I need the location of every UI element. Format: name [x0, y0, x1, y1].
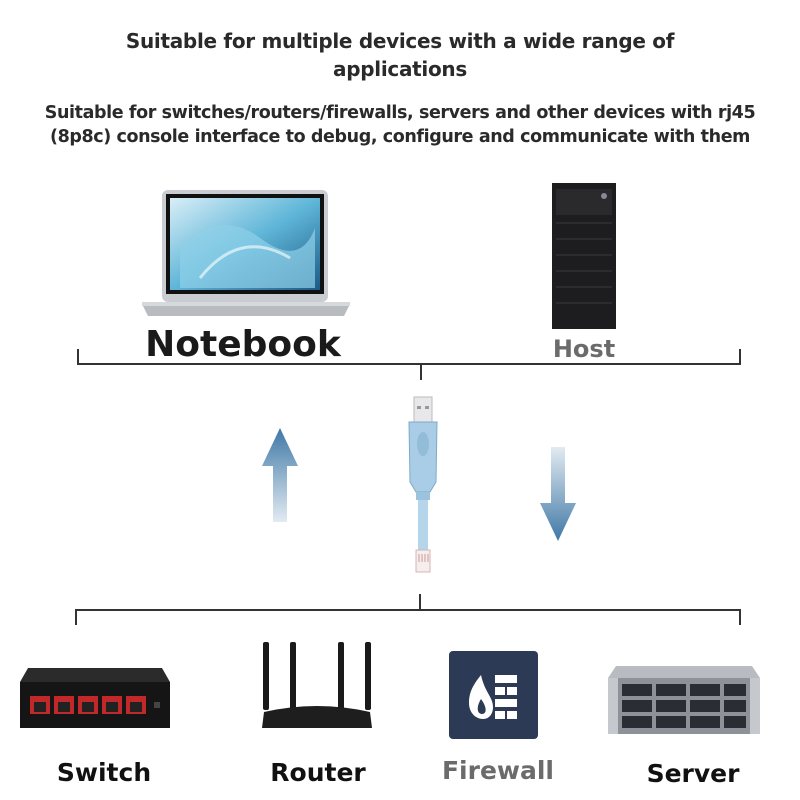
top-connector-tick-left [77, 349, 79, 364]
bottom-connector-tick-right [739, 609, 741, 625]
page-subheading: Suitable for switches/routers/firewalls,… [0, 101, 800, 149]
switch-label: Switch [56, 758, 152, 787]
bottom-connector-line [75, 609, 741, 611]
subheading-line-2: (8p8c) console interface to debug, confi… [49, 127, 751, 147]
bottom-connector-tick-left [75, 609, 77, 625]
arrow-up-icon [262, 428, 298, 522]
wifi-router-icon [262, 642, 372, 728]
page-heading: Suitable for multiple devices with a wid… [0, 27, 800, 83]
arrow-down-icon [540, 447, 576, 541]
router-label: Router [270, 758, 366, 787]
desktop-tower-icon [552, 183, 616, 329]
firewall-label: Firewall [441, 756, 555, 785]
rack-server-icon [608, 666, 760, 734]
top-connector-tick-center [420, 363, 422, 380]
heading-line-1: Suitable for multiple devices with a wid… [125, 29, 675, 53]
notebook-label: Notebook [145, 324, 341, 365]
subheading-line-1: Suitable for switches/routers/firewalls,… [44, 103, 756, 123]
server-label: Server [646, 759, 740, 788]
top-connector-tick-right [739, 349, 741, 364]
laptop-icon [142, 190, 350, 316]
bottom-connector-tick-center [419, 594, 421, 610]
host-label: Host [552, 335, 616, 363]
network-switch-icon [20, 668, 170, 728]
firewall-icon [449, 651, 538, 739]
heading-line-2: applications [333, 57, 467, 81]
top-connector-line [77, 363, 741, 365]
usb-to-rj45-cable-icon [408, 396, 438, 573]
